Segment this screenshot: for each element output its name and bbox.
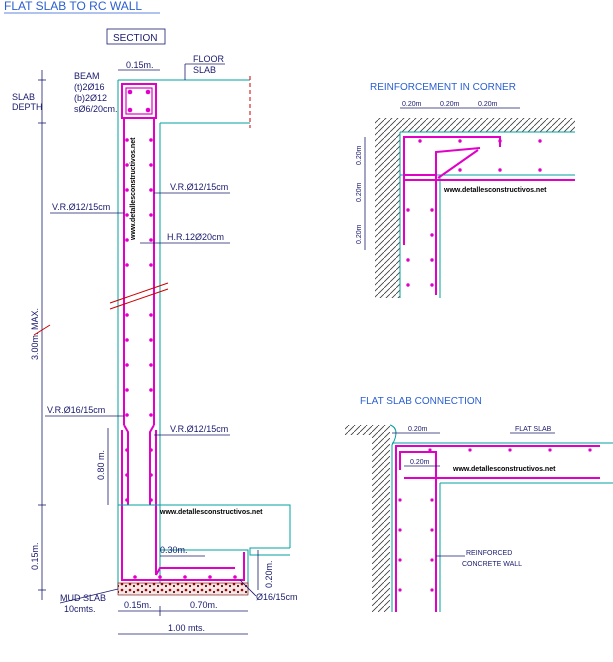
flat-dim-b: 0.20m xyxy=(410,459,430,466)
lap-bar-left xyxy=(123,424,129,505)
beam-inner xyxy=(125,87,153,115)
rebar-dot xyxy=(127,107,133,113)
dim-bottom-b: 0.70m. xyxy=(190,600,218,610)
flat-watermark: www.detallesconstructivos.net xyxy=(452,466,556,473)
dim-080: 0.80 m. xyxy=(96,450,106,480)
corner-title: REINFORCEMENT IN CORNER xyxy=(370,82,516,93)
corner-dim-side-2: 0.20m xyxy=(356,182,363,202)
beam-label-3: (b)2Ø12 xyxy=(74,93,107,103)
lap-bar-right xyxy=(149,424,155,505)
corner-diagonal-bar xyxy=(437,149,479,179)
wall-section xyxy=(109,63,291,596)
corner-dim-top-2: 0.20m xyxy=(440,101,460,108)
footing-rebar-dots xyxy=(133,575,237,579)
section-box xyxy=(106,28,166,45)
callout-vr012-left: V.R.Ø12/15cm xyxy=(52,202,110,212)
corner-earth xyxy=(375,118,575,298)
dim-030: 0.30m. xyxy=(160,545,188,555)
flat-slab-detail xyxy=(345,424,613,612)
rebar-dot xyxy=(145,89,151,95)
drawing-title: FLAT SLAB TO RC WALL xyxy=(4,0,142,13)
dim-bottom-a: 0.15m. xyxy=(124,600,152,610)
section-label: SECTION xyxy=(113,33,157,44)
mud-slab-1: MUD SLAB xyxy=(60,593,106,603)
mud-slab-2: 10cmts. xyxy=(64,604,96,614)
wall-rebar-dots xyxy=(125,138,153,502)
corner-dim-top-1: 0.20m xyxy=(402,101,422,108)
callout-vr012-top: V.R.Ø12/15cm xyxy=(170,182,228,192)
flat-dim-a: 0.20m xyxy=(408,426,428,433)
flat-slab-rebar-dots xyxy=(398,448,592,592)
leader xyxy=(59,588,119,604)
slab-depth-1: SLAB xyxy=(12,92,35,102)
wall-inner-rebar xyxy=(399,451,437,612)
dim-020: 0.20m. xyxy=(264,560,274,588)
footing-rebar-top xyxy=(155,567,235,576)
watermark-left-footing: www.detallesconstructivos.net xyxy=(159,509,263,516)
beam-label-1: BEAM xyxy=(74,71,100,81)
corner-watermark: www.detallesconstructivos.net xyxy=(443,187,547,194)
leader xyxy=(239,579,257,597)
wall-label-2: CONCRETE WALL xyxy=(462,561,522,568)
slab-top-rebar xyxy=(395,445,600,612)
mud-slab xyxy=(117,582,249,596)
callout-hr: H.R.12Ø20cm xyxy=(167,232,224,242)
corner-detail xyxy=(364,107,575,298)
floor-slab-1: FLOOR xyxy=(193,54,225,64)
rebar-dot xyxy=(145,107,151,113)
bar-016: Ø16/15cm xyxy=(256,592,298,602)
rebar-dot xyxy=(127,89,133,95)
beam-label-4: sØ6/20cm. xyxy=(74,104,118,114)
soil-line xyxy=(249,547,290,556)
footing-rebar-bottom xyxy=(121,552,245,581)
corner-dim-side-1: 0.20m xyxy=(356,145,363,165)
callout-vr016: V.R.Ø16/15cm xyxy=(47,405,105,415)
dim-total: 1.00 mts. xyxy=(168,623,205,633)
corner-rebar-dots xyxy=(406,139,542,287)
height-max-label: 3.00m. MAX. xyxy=(30,308,40,360)
beam-label-2: (t)2Ø16 xyxy=(74,82,105,92)
dim-top: 0.15m. xyxy=(126,60,154,70)
floor-slab-2: SLAB xyxy=(193,65,216,75)
corner-dim-side-3: 0.20m xyxy=(356,224,363,244)
wall-label-1: REINFORCED xyxy=(466,550,512,557)
corner-haunch-bar xyxy=(435,147,481,190)
break-line xyxy=(109,282,169,304)
flat-slab-label: FLAT SLAB xyxy=(515,426,552,433)
dim-side-label: 0.15m. xyxy=(30,542,40,570)
slab-depth-2: DEPTH xyxy=(12,102,43,112)
watermark-left-wall: www.detallesconstructivos.net xyxy=(130,137,137,241)
callout-vr012-low: V.R.Ø12/15cm xyxy=(170,424,228,434)
beam-stirrup xyxy=(121,83,157,119)
break-line xyxy=(109,288,169,310)
flat-slab-title: FLAT SLAB CONNECTION xyxy=(360,396,482,407)
corner-dim-top-3: 0.20m xyxy=(478,101,498,108)
